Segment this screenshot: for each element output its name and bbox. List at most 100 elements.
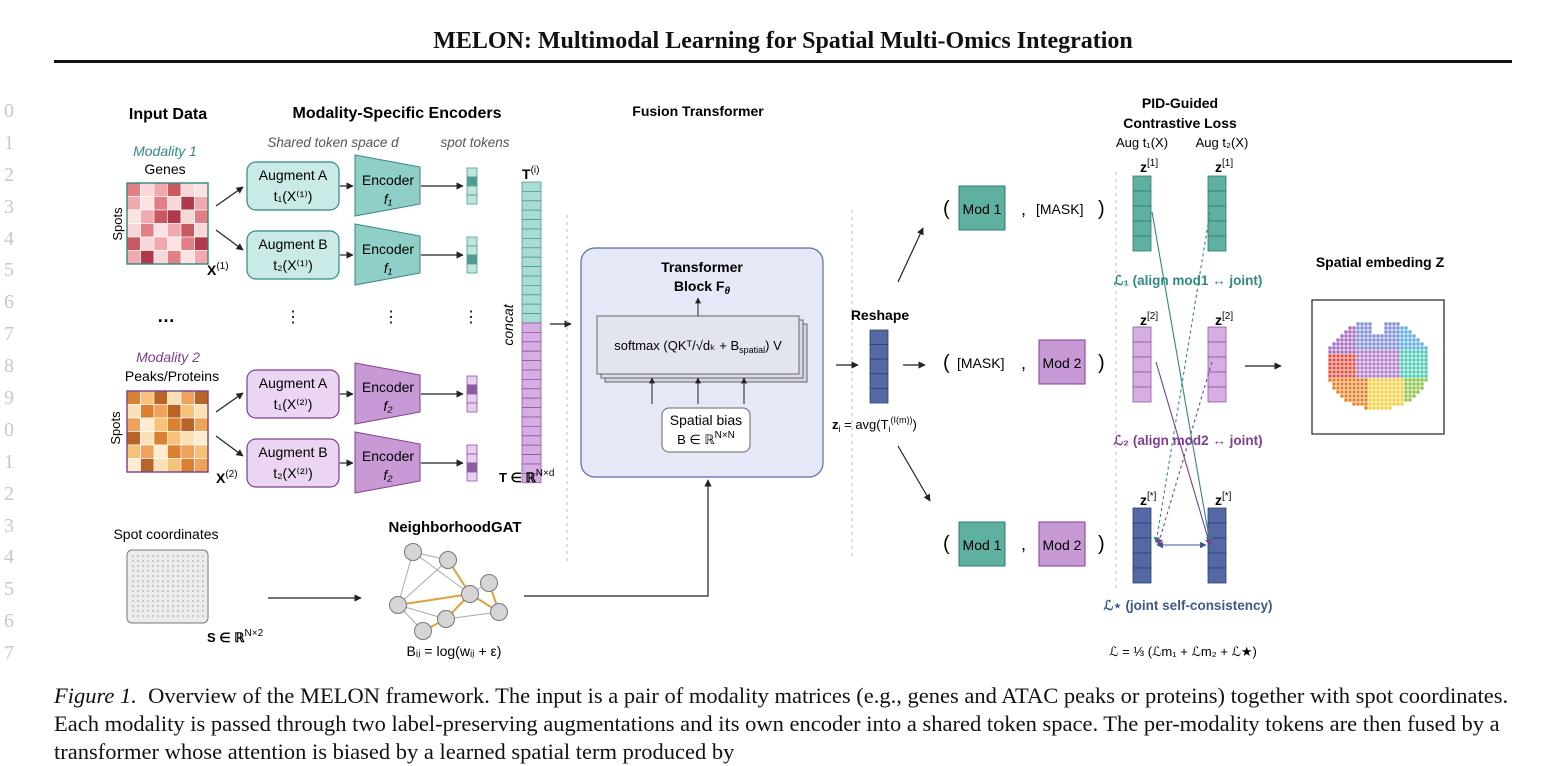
paper-title: MELON: Multimodal Learning for Spatial M… [433, 28, 1133, 54]
coordinate-dot [147, 555, 149, 557]
embedding-spot [1392, 354, 1396, 358]
coordinate-dot [197, 580, 199, 582]
embedding-spot [1368, 374, 1372, 378]
embedding-spot [1412, 370, 1416, 374]
concat-label: concat [500, 303, 516, 345]
embedding-spot [1364, 402, 1368, 406]
embedding-spot [1424, 346, 1428, 350]
embedding-spot [1416, 366, 1420, 370]
concat-token [521, 331, 542, 343]
encoder-f1-b: Encoder f₁ [354, 223, 421, 286]
graph-node [461, 585, 479, 603]
coordinate-dot [147, 570, 149, 572]
embedding-spot [1356, 394, 1360, 398]
concat-token [521, 275, 542, 286]
matrix-cell [180, 223, 195, 238]
embedding-spot [1384, 342, 1388, 346]
embedding-spot [1384, 366, 1388, 370]
coordinate-dot [152, 560, 154, 562]
matrix-cell [153, 209, 168, 224]
concat-token [521, 397, 542, 409]
neighborhood-gat-label: NeighborhoodGAT [388, 519, 521, 536]
concat-token [521, 237, 542, 249]
reshape-token [869, 329, 889, 346]
embedding-spot [1416, 342, 1420, 346]
embedding-spot [1388, 382, 1392, 386]
embedding-spot [1364, 334, 1368, 338]
concat-token [521, 444, 542, 456]
coordinate-dot [157, 615, 159, 617]
coordinate-dot [152, 585, 154, 587]
embedding-spot [1380, 342, 1384, 346]
coordinate-dot [177, 600, 179, 602]
embedding-cell [1207, 507, 1227, 524]
embedding-spot [1336, 366, 1340, 370]
coordinate-dot [167, 610, 169, 612]
embedding-spot [1404, 350, 1408, 354]
embedding-cell [1132, 522, 1152, 539]
embedding-cell [1207, 386, 1227, 403]
spot-token [466, 444, 478, 455]
embedding-spot [1412, 378, 1416, 382]
line-number: 5 [4, 578, 14, 601]
coordinate-dot [197, 575, 199, 577]
embedding-spot [1344, 350, 1348, 354]
coordinate-dot [167, 590, 169, 592]
matrix-cell [194, 390, 209, 405]
matrix-cell [167, 404, 182, 419]
coordinate-dot [177, 590, 179, 592]
embedding-spot [1356, 342, 1360, 346]
embedding-spot [1376, 346, 1380, 350]
line-number: 1 [4, 131, 14, 154]
embedding-spot [1348, 338, 1352, 342]
coordinate-dot [167, 600, 169, 602]
mod1-token-row1 [958, 185, 1006, 231]
embedding-spot [1420, 370, 1424, 374]
embedding-spot [1348, 382, 1352, 386]
header-fusion: Fusion Transformer [632, 103, 764, 119]
coordinate-dot [202, 560, 204, 562]
embedding-cell [1132, 567, 1152, 584]
embedding-spot [1336, 370, 1340, 374]
embedding-spot [1364, 382, 1368, 386]
mod2-token-row2 [1038, 339, 1086, 385]
coordinate-dot [202, 600, 204, 602]
loss-star-label: ℒ⋆ (joint self-consistency) [1104, 598, 1273, 613]
embedding-spot [1380, 402, 1384, 406]
coordinate-dot [137, 560, 139, 562]
embedding-spot [1412, 366, 1416, 370]
embedding-spot [1388, 362, 1392, 366]
coordinate-dot [187, 580, 189, 582]
matrix-cell [126, 250, 141, 265]
embedding-spot [1384, 362, 1388, 366]
embedding-spot [1344, 358, 1348, 362]
embedding-spot [1400, 382, 1404, 386]
matrix-cell [180, 444, 195, 459]
coordinate-dot [177, 585, 179, 587]
coordinate-dot [187, 595, 189, 597]
coordinate-dot [177, 615, 179, 617]
concat-token [521, 454, 542, 465]
embedding-spot [1392, 398, 1396, 402]
spot-token [466, 462, 478, 473]
coordinate-dot [147, 615, 149, 617]
embedding-spot [1416, 338, 1420, 342]
embedding-spot [1348, 394, 1352, 398]
spot-coordinates-label: Spot coordinates [113, 526, 218, 542]
embedding-spot [1412, 394, 1416, 398]
concat-token [521, 219, 542, 230]
coordinate-dot [132, 605, 134, 607]
svg-text:t₁(X⁽²⁾): t₁(X⁽²⁾) [274, 396, 313, 412]
embedding-spot [1364, 386, 1368, 390]
embedding-spot [1340, 390, 1344, 394]
embedding-spot [1368, 366, 1372, 370]
matrix-cell [180, 236, 195, 251]
embedding-spot [1416, 374, 1420, 378]
embedding-spot [1392, 358, 1396, 362]
coordinate-dot [142, 585, 144, 587]
coordinate-dot [182, 595, 184, 597]
matrix-cell [126, 196, 141, 211]
coordinate-dot [157, 565, 159, 567]
coordinate-dot [182, 570, 184, 572]
coordinate-dot [142, 575, 144, 577]
